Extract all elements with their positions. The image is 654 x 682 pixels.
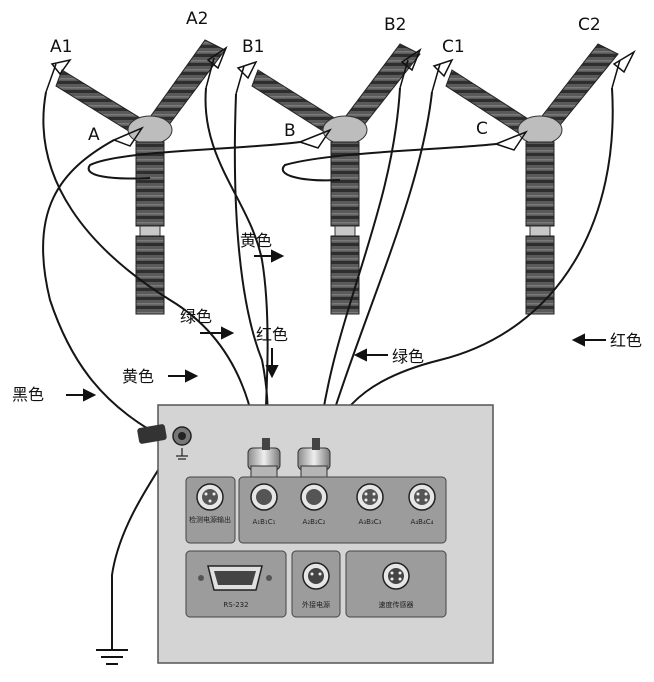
wire-label-yellow-top: 黄色 — [240, 231, 272, 250]
breaker-pole-c — [445, 43, 619, 315]
clip-b1 — [235, 60, 258, 95]
port-a-bc-1[interactable] — [250, 483, 278, 511]
clip-c2 — [611, 50, 636, 89]
port-label-current-output: 检测电源输出 — [189, 515, 231, 524]
port-label-external-power: 外接电源 — [302, 600, 330, 609]
phase-label-b: B — [284, 121, 296, 141]
arrow-green-left — [200, 326, 235, 340]
terminal-label-b1: B1 — [242, 37, 264, 57]
clip-a2 — [205, 46, 228, 89]
arrow-black — [66, 388, 97, 402]
terminal-label-c2: C2 — [578, 15, 601, 35]
clip-c1 — [431, 58, 454, 93]
port-speed-sensor[interactable] — [382, 562, 410, 590]
wire-a1 — [42, 91, 259, 451]
breaker-pole-a — [55, 39, 226, 315]
port-label-a-bc-4: A₄B₄C₄ — [411, 518, 434, 526]
port-rs232[interactable] — [198, 565, 272, 591]
arrow-green-right — [353, 348, 388, 362]
wire-c2 — [325, 87, 614, 451]
wire-a2 — [204, 87, 269, 451]
breaker-pole-b — [251, 43, 421, 315]
clip-phase-a — [111, 126, 145, 147]
wire-label-red-right: 红色 — [610, 331, 642, 350]
arrow-red-middle — [265, 348, 279, 379]
wire-label-red-middle: 红色 — [256, 325, 288, 344]
ground-terminal[interactable] — [137, 424, 192, 446]
port-label-rs232: RS-232 — [223, 601, 248, 609]
clip-phase-b — [297, 128, 332, 149]
clip-b2 — [399, 48, 422, 89]
wire-phase-c — [281, 143, 497, 182]
wire-b2 — [317, 87, 401, 451]
port-label-speed-sensor: 速度传感器 — [379, 600, 414, 609]
wire-label-green-left: 绿色 — [180, 307, 212, 326]
port-label-a-bc-2: A₂B₂C₂ — [303, 518, 326, 526]
arrow-yellow-left — [168, 369, 199, 383]
port-external-power[interactable] — [302, 562, 330, 590]
arrow-red-right — [571, 333, 606, 347]
labels: A1 A2 B1 B2 C1 C2 A B C 黄色 绿色 红色 绿色 红色 黄… — [12, 9, 642, 404]
terminal-label-b2: B2 — [384, 15, 406, 35]
terminal-label-a1: A1 — [50, 37, 72, 57]
clip-phase-c — [493, 130, 528, 151]
port-group-signal — [238, 476, 447, 544]
wire-c1 — [321, 91, 433, 451]
wire-label-green-right: 绿色 — [392, 347, 424, 366]
phase-label-a: A — [88, 125, 100, 145]
wire-phase-a — [42, 139, 151, 431]
ground-symbol-small-icon — [176, 448, 188, 460]
wire-label-yellow-left: 黄色 — [122, 367, 154, 386]
wire-phase-b — [87, 141, 301, 180]
arrow-yellow-top — [254, 249, 285, 263]
port-label-a-bc-3: A₃B₃C₃ — [359, 518, 382, 526]
phase-label-c: C — [476, 119, 488, 139]
port-a-bc-4[interactable] — [408, 483, 436, 511]
earth-ground-icon — [96, 649, 128, 665]
instrument-panel: 检测电源输出 A₁B₁C₁ A₂B₂C₂ A₃B₃C₃ A₄B₄C₄ — [96, 404, 494, 665]
port-current-output[interactable] — [196, 483, 224, 511]
terminal-label-c1: C1 — [442, 37, 465, 57]
port-label-a-bc-1: A₁B₁C₁ — [253, 518, 276, 526]
terminal-label-a2: A2 — [186, 9, 208, 29]
port-a-bc-3[interactable] — [356, 483, 384, 511]
wire-label-black: 黑色 — [12, 385, 44, 404]
breaker-poles — [55, 39, 619, 315]
port-a-bc-2[interactable] — [300, 483, 328, 511]
wire-arrows — [66, 249, 606, 402]
clip-a1 — [45, 58, 72, 93]
alligator-clips — [45, 46, 636, 151]
